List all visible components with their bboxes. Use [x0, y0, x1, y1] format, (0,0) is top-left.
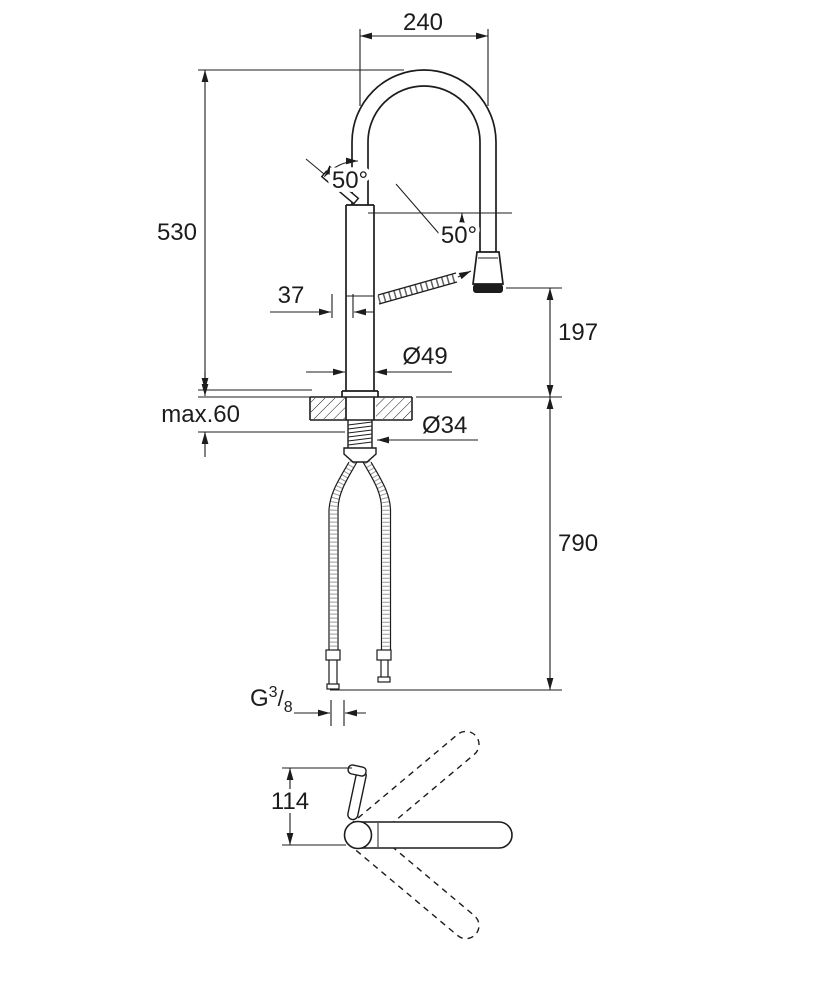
dim-37-label: 37	[278, 282, 305, 309]
dim-530-label: 530	[157, 219, 197, 246]
dim-37	[270, 294, 374, 318]
countertop-deck	[309, 396, 413, 421]
dim-angle-spray	[368, 183, 512, 245]
faucet-body	[341, 204, 379, 397]
thread-g: G	[250, 685, 269, 712]
dim-g38	[294, 700, 366, 726]
dim-197	[506, 287, 562, 397]
dim-240	[359, 29, 489, 106]
dim-max-60	[198, 372, 345, 457]
thread-denominator: 8	[284, 699, 293, 716]
thread-g38-label: G3/8	[250, 684, 293, 716]
handle-knob-top-view	[347, 764, 367, 777]
dim-530	[198, 69, 404, 391]
supply-hoses	[325, 460, 392, 690]
dim-114-label: 114	[271, 788, 309, 815]
pullout-hose	[377, 270, 472, 305]
angle-handle-label: 50°	[332, 167, 368, 194]
faucet-side-view	[305, 69, 504, 690]
dim-790-label: 790	[558, 530, 598, 557]
faucet-top-view	[343, 730, 513, 940]
dim-790	[330, 396, 562, 691]
spray-head	[472, 251, 504, 293]
dimension-lines	[198, 29, 562, 846]
thread-slash: /	[278, 686, 285, 711]
handle-lever	[305, 158, 360, 205]
mounting-shank	[343, 420, 377, 463]
dim-197-label: 197	[558, 319, 598, 346]
dia-49-label: Ø49	[402, 343, 447, 370]
angle-spray-label: 50°	[441, 222, 477, 249]
dimension-labels: 240 530 50° 50° 37 Ø49 197 max.60 Ø34 79…	[157, 9, 598, 815]
dia-34-label: Ø34	[422, 412, 467, 439]
body-top-view	[343, 820, 373, 850]
handle-top-view	[347, 769, 367, 821]
spout-arc	[351, 69, 497, 252]
thread-numerator: 3	[269, 684, 278, 701]
dim-114	[282, 767, 352, 846]
dim-240-label: 240	[403, 9, 443, 36]
max-60-label: max.60	[161, 401, 240, 428]
dim-angle-handle	[323, 157, 359, 178]
